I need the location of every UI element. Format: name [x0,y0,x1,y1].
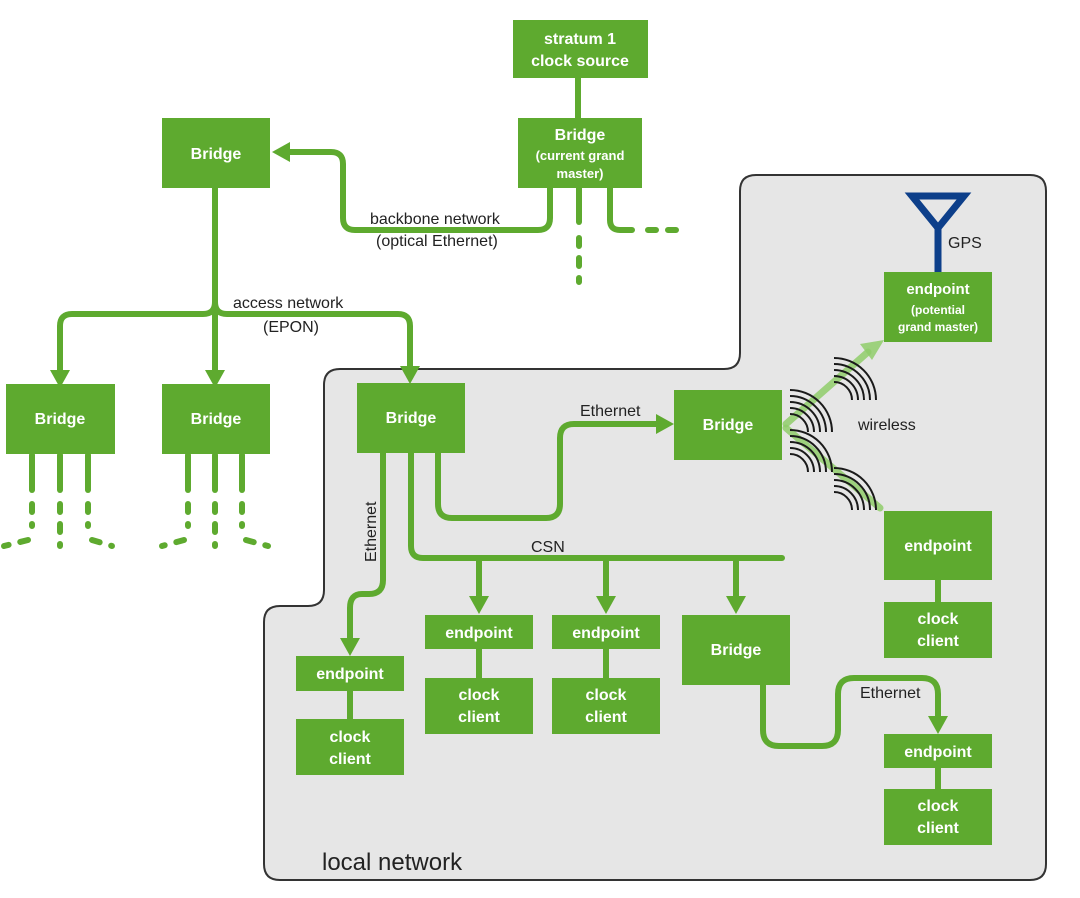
svg-text:access network(EPON): access network (EPON) [233,295,344,336]
svg-text:endpoint: endpoint [904,538,972,555]
wireless-arc [789,389,833,433]
wireless-arc [833,375,859,401]
ethernet-label-wireless-bridge: Ethernet [580,403,641,420]
link-gm-right [607,185,635,233]
gps-antenna-icon [904,192,972,272]
svg-text:Bridge: Bridge [191,411,242,428]
ethernet-label-vertical: Ethernet [363,501,380,562]
ethernet-label-bottom: Ethernet [860,685,921,702]
svg-text:Bridge: Bridge [386,410,437,427]
left-bridge-2-outputs [159,452,271,549]
gps-label: GPS [948,235,982,252]
svg-text:Bridge: Bridge [191,146,242,163]
wireless-arc [789,447,815,473]
wireless-label: wireless [857,417,916,434]
wireless-arc [789,407,815,433]
svg-text:backbone network(optical Ether: backbone network (optical Ethernet) [370,211,501,250]
arrowhead-backbone [272,142,290,162]
node-bridge-wireless[interactable]: Bridge [674,390,782,460]
wireless-arc [789,435,827,473]
link-ethernet-bottom [760,675,941,749]
link-access-right [212,299,413,371]
wireless-arc [789,401,821,433]
node-endpoint-wireless[interactable]: endpoint [884,511,992,580]
wireless-arc [833,479,865,511]
node-endpoint-csn-1[interactable]: endpoint [425,615,533,649]
wireless-arc [789,441,821,473]
svg-text:endpoint: endpoint [316,666,384,683]
left-bridge-1-outputs [1,452,115,549]
csn-label: CSN [531,539,565,556]
backbone-label-line1: backbone network [370,211,501,228]
link-ethernet-vertical [347,449,386,643]
wireless-arc [833,363,871,401]
node-endpoint-ethernet[interactable]: endpoint [296,656,404,691]
svg-text:endpoint: endpoint [445,625,513,642]
node-bridge-csn[interactable]: Bridge [682,615,790,685]
svg-text:Bridge: Bridge [703,417,754,434]
link-backbone [285,149,553,233]
wireless-arc [789,429,833,473]
node-bridge-left-2[interactable]: Bridge [162,384,270,454]
access-label-line1: access network [233,295,344,312]
wireless-arc [833,491,853,511]
arrowhead-csn-2 [596,596,616,614]
wireless-arc [833,381,853,401]
link-csn-bus [408,449,785,561]
wireless-arc [789,395,827,433]
arrowhead-ethernet-bottom [928,716,948,734]
wireless-arc [833,485,859,511]
wireless-arc [833,357,877,401]
link-ethernet-to-wireless-bridge [435,421,659,521]
wireless-signal-icon [789,357,877,511]
link-access-left [57,299,218,375]
arrowhead-csn-3 [726,596,746,614]
arrowhead-access-left [50,370,70,388]
svg-text:endpoint: endpoint [572,625,640,642]
node-bridge-top[interactable]: Bridge [162,118,270,188]
svg-text:endpoint: endpoint [904,744,972,761]
node-endpoint-csn-2[interactable]: endpoint [552,615,660,649]
svg-text:Bridge: Bridge [711,642,762,659]
arrowhead-access-mid [205,370,225,388]
wireless-arc [833,369,865,401]
svg-text:Bridge: Bridge [35,411,86,428]
arrowhead-ethernet-wireless-bridge [656,414,674,434]
arrowhead-ethernet-vertical [340,638,360,656]
arrowhead-access-right [400,366,420,384]
node-bridge-local[interactable]: Bridge [357,383,465,453]
wireless-arc [833,473,871,511]
node-endpoint-bridge-ethernet[interactable]: endpoint [884,734,992,768]
wireless-arc [833,467,877,511]
wireless-arc [789,413,809,433]
arrowhead-wireless-gm [860,340,884,360]
arrowhead-csn-1 [469,596,489,614]
wireless-arc [789,453,809,473]
local-network-label: local network [322,849,463,876]
node-bridge-left-1[interactable]: Bridge [6,384,115,454]
access-label-line2: (EPON) [263,319,319,336]
link-wireless-to-endpoint [782,424,884,512]
backbone-label-line2: (optical Ethernet) [376,233,498,250]
